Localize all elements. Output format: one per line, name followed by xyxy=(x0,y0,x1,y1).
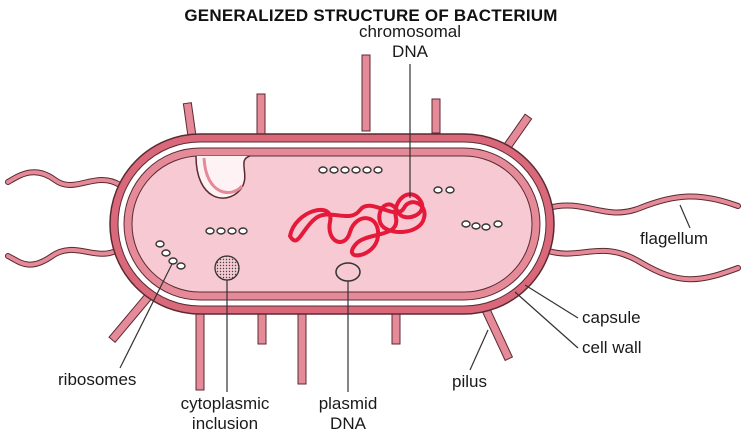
label-chromosomal-dna-line2: DNA xyxy=(340,42,480,62)
label-plasmid-dna: plasmid DNA xyxy=(298,394,398,434)
leader-pilus xyxy=(470,330,488,370)
label-cytoplasmic-inclusion: cytoplasmic inclusion xyxy=(160,394,290,434)
label-plasmid-dna-line1: plasmid xyxy=(298,394,398,414)
leader-cell-wall xyxy=(515,292,578,348)
leader-capsule xyxy=(525,285,578,318)
label-flagellum: flagellum xyxy=(640,229,708,249)
pilus-top-4 xyxy=(432,99,440,133)
label-ribosomes: ribosomes xyxy=(58,370,136,390)
leader-flagellum xyxy=(680,205,690,228)
pilus-top-3 xyxy=(362,55,370,131)
label-chromosomal-dna-line1: chromosomal xyxy=(340,22,480,42)
cytoplasmic-inclusion xyxy=(215,256,239,280)
label-cell-wall: cell wall xyxy=(582,338,642,358)
label-cytoplasmic-inclusion-line2: inclusion xyxy=(160,414,290,434)
label-chromosomal-dna: chromosomal DNA xyxy=(340,22,480,62)
pilus-top-2 xyxy=(257,94,265,140)
label-pilus: pilus xyxy=(452,372,487,392)
label-plasmid-dna-line2: DNA xyxy=(298,414,398,434)
label-capsule: capsule xyxy=(582,308,641,328)
cytoplasm xyxy=(132,156,532,292)
label-cytoplasmic-inclusion-line1: cytoplasmic xyxy=(160,394,290,414)
